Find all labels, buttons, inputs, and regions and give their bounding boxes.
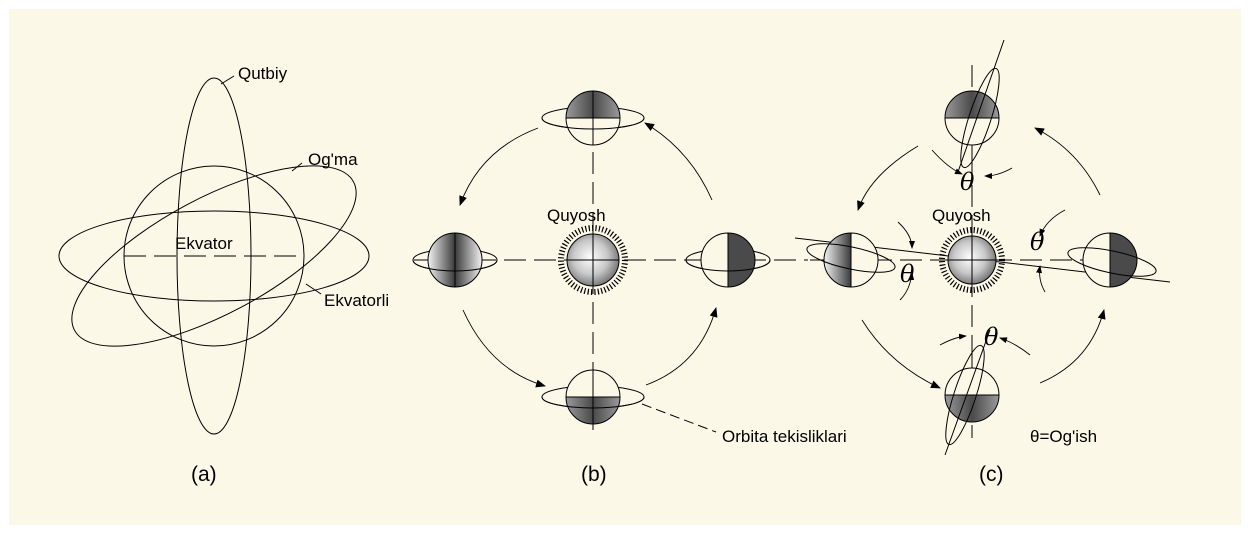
orbit-arrow-bottom-left	[462, 309, 546, 388]
label-polar: Qutbiy	[238, 64, 288, 83]
earth-c-right	[1067, 232, 1157, 288]
theta-left: θ	[900, 260, 915, 288]
label-equator: Ekvator	[175, 234, 233, 253]
theta-top: θ	[960, 168, 975, 196]
earth-b-left	[412, 232, 498, 288]
caption-b: (b)	[581, 463, 607, 486]
label-inclined: Og'ma	[308, 150, 358, 169]
theta-bottom: θ	[984, 323, 999, 351]
panel-a: Qutbiy Og'ma Ekvator Ekvatorli (a)	[58, 64, 389, 486]
sun-c	[939, 227, 1005, 293]
sun-label-c: Quyosh	[932, 206, 991, 225]
caption-c: (c)	[979, 463, 1004, 486]
panel-b: Quyosh	[412, 90, 847, 486]
label-equatorial: Ekvatorli	[324, 291, 389, 310]
earth-b-top	[541, 90, 645, 146]
theta-arrow-top-r	[984, 167, 1013, 179]
sun-b	[558, 225, 628, 295]
orbit-arrow-c-top-left	[857, 145, 919, 211]
theta-arrow-right-t	[1039, 209, 1066, 237]
theta-arrow-bottom-l	[939, 333, 967, 346]
earth-c-bottom	[944, 329, 1000, 456]
theta-legend: θ=Og'ish	[1030, 427, 1097, 446]
theta-arrow-left-b	[899, 272, 915, 301]
orbit-planes-label: Orbita tekisliklari	[722, 427, 847, 446]
orbit-arrow-top-right	[644, 122, 713, 201]
equatorial-orbit	[58, 210, 370, 302]
caption-a: (a)	[191, 463, 217, 486]
orbit-arrow-c-bottom-right	[1039, 309, 1106, 384]
earth-b-bottom	[541, 369, 645, 425]
theta-arrow-top-l	[931, 149, 963, 175]
theta-arrow-left-t	[897, 221, 915, 249]
orbit-arrow-top-left	[459, 127, 539, 206]
earth-c-left	[806, 232, 896, 288]
theta-arrow-right-b	[1036, 265, 1046, 293]
sun-label-b: Quyosh	[547, 206, 606, 225]
earth-b-right	[685, 232, 771, 288]
theta-right: θ	[1030, 228, 1045, 256]
earth-c-top	[944, 39, 1005, 175]
orbit-planes-leader	[641, 403, 717, 433]
orbit-arrow-c-top-right	[1034, 127, 1101, 196]
panel-c: Quyosh θ	[794, 39, 1171, 486]
inclined-orbit	[71, 165, 357, 347]
theta-arrow-bottom-r	[999, 337, 1031, 356]
polar-leader	[220, 75, 235, 85]
equatorial-leader	[305, 283, 322, 295]
orbit-arrow-bottom-right	[645, 307, 718, 386]
orbit-arrow-c-bottom-left	[861, 319, 941, 389]
inclined-leader	[291, 162, 303, 172]
